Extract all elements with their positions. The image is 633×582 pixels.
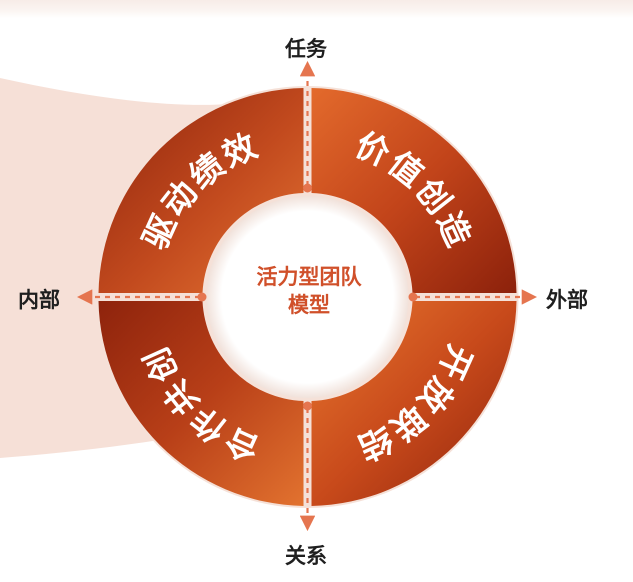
axis-label-bottom: 关系 xyxy=(285,544,327,568)
center-circle xyxy=(206,196,409,398)
quadrant-top-left xyxy=(98,88,304,293)
center-title-line2: 模型 xyxy=(288,293,330,317)
axis-label-top: 任务 xyxy=(285,37,327,61)
center-title: 活力型团队 模型 xyxy=(229,263,389,319)
axis-label-right: 外部 xyxy=(546,288,588,312)
axis-label-left: 内部 xyxy=(18,288,60,312)
top-band xyxy=(0,0,633,18)
quadrant-bottom-left xyxy=(98,301,304,506)
axis-dot-right xyxy=(408,292,418,302)
center-title-line1: 活力型团队 xyxy=(256,265,362,289)
quadrant-top-right xyxy=(311,88,517,293)
axis-dot-bottom xyxy=(303,401,312,411)
axis-dot-left xyxy=(197,292,207,302)
axis-dot-top xyxy=(303,183,312,193)
quadrant-bottom-right xyxy=(311,301,517,506)
